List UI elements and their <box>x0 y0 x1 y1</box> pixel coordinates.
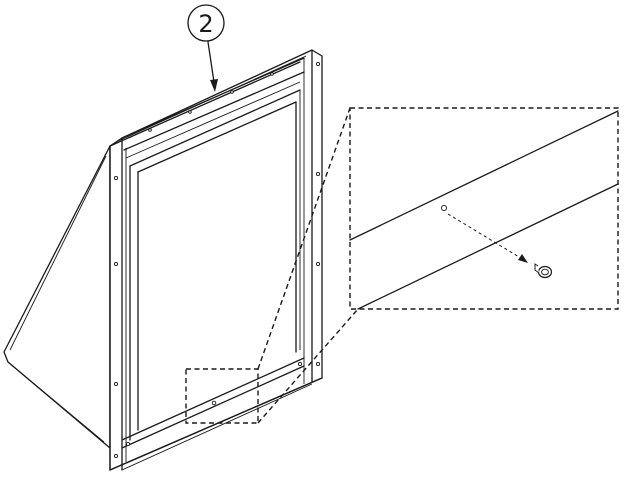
detail-hole <box>440 204 448 212</box>
insert-arrow-line <box>447 213 525 261</box>
detail-leaders <box>257 107 359 424</box>
door-frame <box>109 49 323 471</box>
side-panel <box>3 145 111 449</box>
detail-view <box>349 107 619 310</box>
detail-source-box <box>185 368 259 424</box>
callout-arrow-line <box>207 41 215 83</box>
callout-number: 2 <box>198 10 213 38</box>
frame-holes <box>113 61 321 459</box>
screw-icon <box>534 263 553 279</box>
insert-arrow-head <box>518 254 528 263</box>
callout-2: 2 <box>187 4 225 92</box>
callout-arrow-head <box>210 79 218 92</box>
